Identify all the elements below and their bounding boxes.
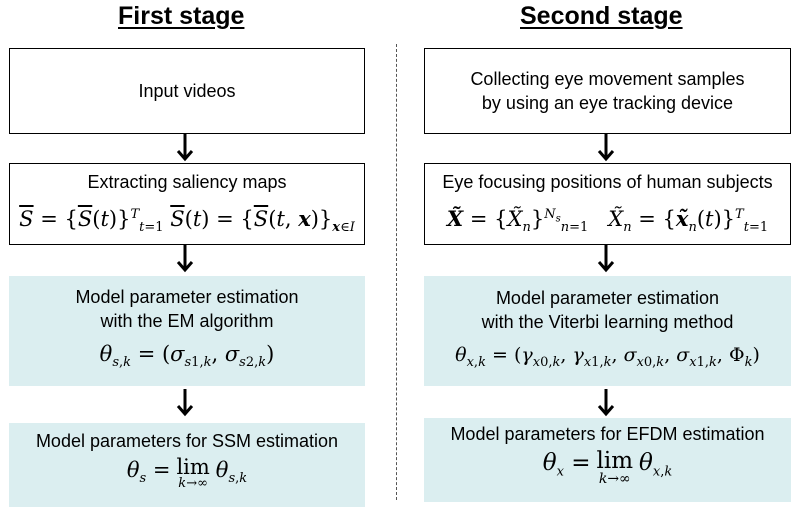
second-stage-title: Second stage: [520, 2, 683, 30]
stage-divider: [396, 44, 397, 500]
down-arrow-icon: [597, 389, 615, 417]
em-estimation-line2: with the EM algorithm: [100, 311, 274, 332]
saliency-maps-box: Extracting saliency maps S = {S(t)}Tt=1 …: [9, 163, 365, 245]
down-arrow-icon: [176, 134, 194, 162]
down-arrow-icon: [176, 389, 194, 417]
eye-focusing-box: Eye focusing positions of human subjects…: [424, 163, 791, 245]
viterbi-estimation-line2: with the Viterbi learning method: [481, 312, 734, 333]
viterbi-estimation-formula: θx,k = (γx0,k, γx1,k, σx0,k, σx1,k, Φk): [455, 344, 760, 370]
em-estimation-line1: Model parameter estimation: [75, 287, 299, 308]
ssm-parameters-label: Model parameters for SSM estimation: [35, 431, 339, 451]
efdm-parameters-label: Model parameters for EFDM estimation: [450, 424, 765, 444]
em-estimation-formula: θs,k = (σs1,k, σs2,k): [99, 342, 275, 371]
input-videos-box: Input videos: [9, 48, 365, 134]
down-arrow-icon: [597, 245, 615, 273]
eye-movement-line1: Collecting eye movement samples: [470, 69, 745, 89]
eye-focusing-label: Eye focusing positions of human subjects: [442, 172, 773, 192]
efdm-parameters-box: Model parameters for EFDM estimation θx …: [424, 418, 791, 502]
viterbi-estimation-line1: Model parameter estimation: [495, 288, 720, 309]
down-arrow-icon: [597, 134, 615, 162]
saliency-maps-formula: S = {S(t)}Tt=1 S(t) = {S(t, x)}x∈I: [19, 206, 355, 236]
viterbi-estimation-box: Model parameter estimation with the Vite…: [424, 276, 791, 386]
em-estimation-box: Model parameter estimation with the EM a…: [9, 276, 365, 386]
saliency-maps-label: Extracting saliency maps: [87, 172, 287, 192]
eye-movement-samples-box: Collecting eye movement samples by using…: [424, 48, 791, 134]
input-videos-label: Input videos: [138, 81, 236, 101]
first-stage-title: First stage: [118, 2, 245, 30]
ssm-parameters-box: Model parameters for SSM estimation θs =…: [9, 423, 365, 507]
eye-movement-line2: by using an eye tracking device: [481, 93, 734, 113]
down-arrow-icon: [176, 245, 194, 273]
eye-focusing-formula: X̃ = {X̃n}Nsn=1 X̃n = {x̃n(t)}Tt=1: [446, 206, 769, 236]
